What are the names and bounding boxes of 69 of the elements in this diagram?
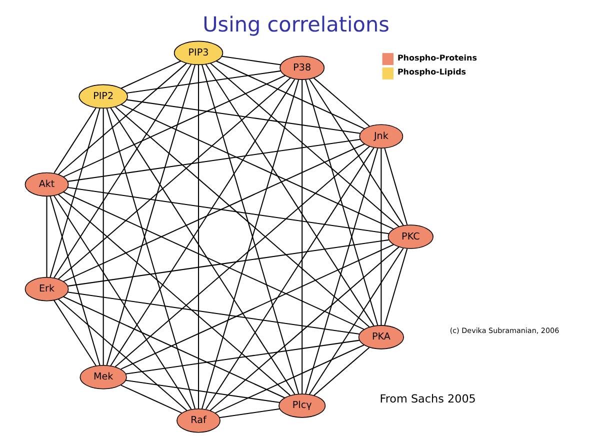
connector: [120, 244, 394, 370]
connector: [53, 300, 96, 366]
label: From Sachs 2005: [379, 392, 476, 406]
connector: [301, 80, 302, 394]
connector: [304, 79, 378, 326]
connector: [67, 239, 388, 287]
connector: [126, 70, 280, 94]
connector: [216, 60, 364, 130]
node-ellipse: P38: [279, 56, 324, 80]
connector: [114, 146, 370, 368]
connector: [308, 248, 404, 395]
connector: [58, 78, 290, 280]
connector: [313, 347, 370, 396]
legend-label: Phospho-Proteins: [396, 53, 476, 62]
connector: [46, 196, 47, 278]
node-ellipse: Raf: [176, 408, 220, 433]
connector: [380, 148, 382, 326]
connector: [67, 138, 360, 182]
connector: [106, 64, 195, 366]
node-ellipse: Jnk: [358, 124, 403, 149]
legend-label: Phospho-Lipids: [396, 68, 466, 77]
label: (c) Devika Subramanian, 2006: [449, 326, 559, 335]
node-ellipse: Mek: [79, 365, 126, 390]
connector: [62, 192, 364, 330]
connector: [384, 148, 408, 226]
connector: [304, 148, 378, 394]
connector: [62, 144, 364, 282]
connector: [114, 106, 370, 328]
node-ellipse: Akt: [24, 172, 68, 197]
connector: [221, 56, 280, 66]
diagram-title: Using correlations: [202, 12, 389, 36]
connector: [384, 248, 408, 326]
connector: [67, 186, 388, 234]
connector: [49, 196, 100, 366]
connector: [110, 79, 295, 366]
node-ellipse: PKC: [387, 224, 433, 249]
connector: [210, 62, 399, 228]
connector: [120, 384, 182, 414]
connector: [308, 78, 404, 226]
connector: [125, 340, 359, 374]
connector: [218, 408, 280, 418]
node-ellipse: PIP2: [78, 84, 128, 109]
connector: [125, 380, 280, 404]
connector: [53, 108, 96, 174]
connector: [312, 78, 370, 127]
connector: [204, 64, 374, 326]
node-ellipse: PIP3: [173, 40, 223, 66]
connector: [214, 344, 364, 414]
connector: [58, 194, 290, 396]
connector: [49, 108, 100, 278]
connector: [58, 298, 187, 411]
connector: [126, 99, 360, 134]
connector: [53, 64, 192, 278]
connector: [209, 246, 399, 411]
connector: [58, 63, 186, 175]
connector: [110, 108, 295, 395]
connector: [120, 104, 394, 230]
connector: [106, 108, 196, 409]
connector: [62, 75, 285, 178]
connector: [120, 60, 180, 89]
connector: [67, 292, 359, 335]
node-ellipse: PKA: [358, 325, 404, 350]
node-ellipse: Plcγ: [278, 394, 326, 418]
connector: [53, 195, 192, 410]
connector: [204, 147, 374, 410]
connector: [198, 64, 199, 409]
connector: [102, 108, 104, 366]
node-ellipse: Erk: [24, 276, 68, 302]
connector: [62, 296, 284, 398]
